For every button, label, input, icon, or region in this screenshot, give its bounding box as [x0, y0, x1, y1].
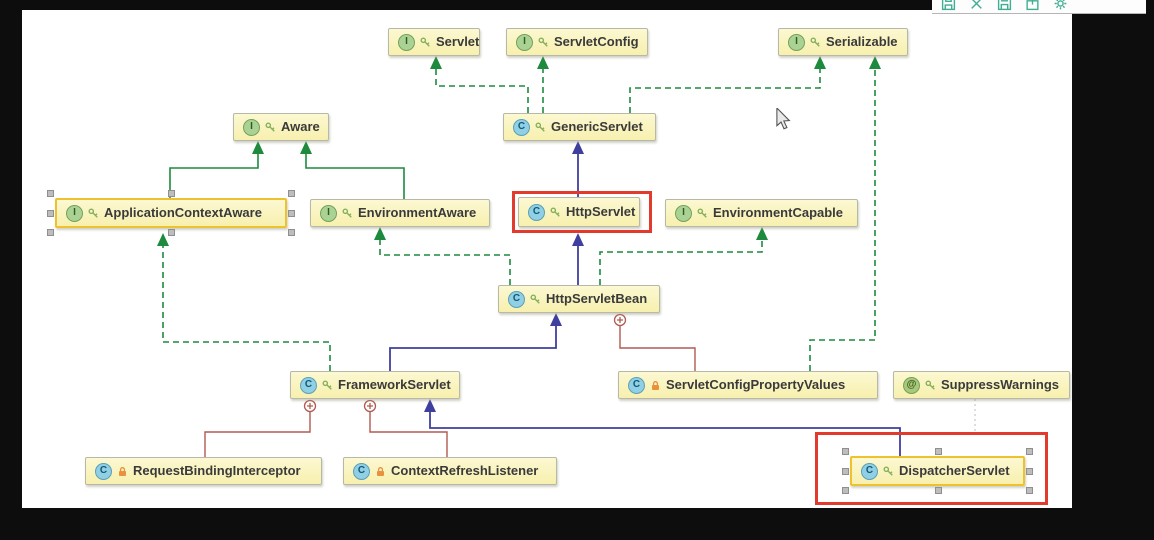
class-icon: C [508, 290, 525, 308]
class-node-label: EnvironmentCapable [713, 204, 844, 220]
class-icon: C [95, 462, 112, 480]
interface-icon: I [788, 33, 805, 51]
class-node-label: EnvironmentAware [358, 204, 477, 220]
interface-icon: I [398, 33, 415, 51]
public-modifier-key-icon [697, 207, 707, 218]
class-icon: C [353, 462, 370, 480]
class-icon: C [300, 376, 317, 394]
class-node-label: HttpServlet [566, 203, 636, 219]
mouse-cursor-icon [776, 108, 791, 130]
class-node-genericservlet[interactable]: C GenericServlet [503, 113, 656, 141]
class-node-servletconfig[interactable]: I ServletConfig [506, 28, 648, 56]
class-icon: C [528, 203, 545, 221]
toolbar-save-copy-icon[interactable] [997, 0, 1012, 11]
class-node-label: DispatcherServlet [899, 462, 1010, 478]
selection-handle[interactable] [842, 487, 849, 494]
selection-handle[interactable] [934, 448, 942, 455]
class-icon: C [513, 118, 530, 136]
class-node-environmentaware[interactable]: I EnvironmentAware [310, 199, 490, 227]
red-highlight-box-dispatcherservlet [815, 432, 1048, 505]
class-node-label: Aware [281, 118, 320, 134]
selection-handle[interactable] [288, 190, 295, 197]
selection-handle[interactable] [288, 210, 295, 217]
private-modifier-lock-icon [118, 466, 127, 477]
class-node-label: HttpServletBean [546, 290, 648, 306]
class-node-httpservlet[interactable]: C HttpServlet [518, 197, 640, 227]
private-modifier-lock-icon [376, 466, 385, 477]
public-modifier-key-icon [420, 37, 430, 47]
selection-handle[interactable] [47, 229, 54, 236]
selection-handle[interactable] [934, 487, 942, 494]
public-modifier-key-icon [535, 121, 545, 132]
public-modifier-key-icon [810, 37, 820, 47]
interface-icon: I [66, 204, 83, 222]
selection-handle[interactable] [1026, 448, 1033, 455]
class-node-label: ServletConfig [554, 33, 639, 49]
selection-handle[interactable] [168, 229, 175, 236]
class-node-label: FrameworkServlet [338, 376, 451, 392]
selection-handle[interactable] [47, 210, 54, 217]
class-node-label: SuppressWarnings [941, 376, 1059, 392]
class-node-serializable[interactable]: I Serializable [778, 28, 908, 56]
class-node-frameworkservlet[interactable]: C FrameworkServlet [290, 371, 460, 399]
class-node-aware[interactable]: I Aware [233, 113, 329, 141]
interface-icon: I [243, 118, 260, 136]
toolbar-save-icon[interactable] [941, 0, 956, 11]
selection-handle[interactable] [168, 190, 175, 197]
class-node-label: ServletConfigPropertyValues [666, 376, 846, 392]
class-icon: C [861, 462, 878, 480]
class-node-contextrefreshlistener[interactable]: C ContextRefreshListener [343, 457, 557, 485]
class-node-servlet[interactable]: I Servlet [388, 28, 480, 56]
class-node-environmentcapable[interactable]: I EnvironmentCapable [665, 199, 858, 227]
class-node-dispatcherservlet[interactable]: C DispatcherServlet [842, 448, 1033, 494]
public-modifier-key-icon [265, 121, 275, 132]
class-node-label: ContextRefreshListener [391, 462, 539, 478]
selection-handle[interactable] [1026, 468, 1033, 475]
selection-handle[interactable] [288, 229, 295, 236]
class-node-label: Serializable [826, 33, 898, 49]
class-node-suppresswarnings[interactable]: @ SuppressWarnings [893, 371, 1070, 399]
public-modifier-key-icon [925, 380, 935, 390]
class-node-applicationcontextaware[interactable]: I ApplicationContextAware [47, 190, 295, 236]
toolbar-actual-size-icon[interactable] [969, 0, 984, 11]
class-node-servletconfigpropertyvalues[interactable]: C ServletConfigPropertyValues [618, 371, 878, 399]
private-modifier-lock-icon [651, 380, 660, 391]
diagram-toolbar [932, 0, 1146, 14]
public-modifier-key-icon [342, 207, 352, 218]
class-node-label: RequestBindingInterceptor [133, 462, 301, 478]
annotation-icon: @ [903, 376, 920, 394]
selection-handle[interactable] [47, 190, 54, 197]
public-modifier-key-icon [530, 294, 540, 304]
class-node-label: ApplicationContextAware [104, 204, 262, 220]
interface-icon: I [320, 204, 337, 222]
selection-handle[interactable] [1026, 487, 1033, 494]
toolbar-settings-icon[interactable] [1053, 0, 1068, 11]
toolbar-export-icon[interactable] [1025, 0, 1040, 11]
public-modifier-key-icon [88, 207, 99, 218]
public-modifier-key-icon [322, 380, 332, 390]
class-node-label: GenericServlet [551, 118, 643, 134]
class-node-httpservletbean[interactable]: C HttpServletBean [498, 285, 660, 313]
interface-icon: I [516, 33, 533, 51]
class-node-requestbindinginterceptor[interactable]: C RequestBindingInterceptor [85, 457, 322, 485]
class-icon: C [628, 376, 645, 394]
red-highlight-box-httpservlet [512, 191, 652, 233]
selection-handle[interactable] [842, 468, 849, 475]
public-modifier-key-icon [538, 37, 548, 47]
class-node-label: Servlet [436, 33, 480, 49]
interface-icon: I [675, 204, 692, 222]
